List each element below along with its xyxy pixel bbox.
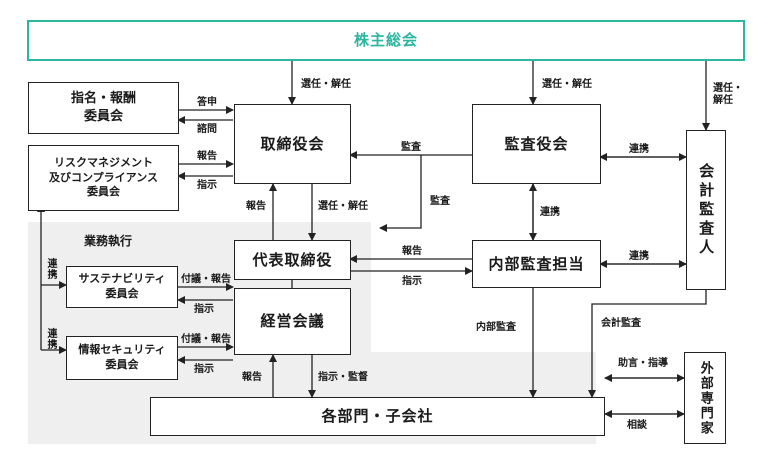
infosec-committee-box: 情報セキュリティ 委員会 <box>66 336 178 380</box>
label-appoint-dismiss-rep: 選任・解任 <box>318 201 368 212</box>
risk-committee-label: リスクマネジメント 及びコンプライアンス 委員会 <box>48 155 158 199</box>
nomination-committee-box: 指名・報酬 委員会 <box>28 82 179 134</box>
audit-board-label: 監査役会 <box>504 134 569 153</box>
label-instruct-internal: 指示 <box>402 276 422 287</box>
representative-director-box: 代表取締役 <box>234 240 351 280</box>
management-meeting-box: 経営会議 <box>234 288 351 355</box>
label-coop-audit-internal: 連携 <box>540 207 560 218</box>
label-report-internal: 報告 <box>402 246 422 257</box>
label-accounting-audit: 会計監査 <box>601 318 641 329</box>
label-appoint-dismiss-audit: 選任・解任 <box>542 79 592 90</box>
internal-audit-box: 内部監査担当 <box>472 240 601 288</box>
label-discuss-report-sus: 付議・報告 <box>181 274 231 285</box>
label-instruct-info: 指示 <box>194 364 214 375</box>
label-instruct-supervise: 指示・監督 <box>318 372 368 383</box>
representative-director-label: 代表取締役 <box>252 250 333 269</box>
label-audit-down: 監査 <box>430 196 450 207</box>
accounting-auditor-label: 会計監査人 <box>697 162 716 258</box>
board-of-directors-box: 取締役会 <box>234 104 351 184</box>
label-appoint-dismiss-board: 選任・解任 <box>301 79 351 90</box>
label-internal-audit: 内部監査 <box>476 322 516 333</box>
external-experts-box: 外部専門家 <box>684 352 726 444</box>
label-instruct-sus: 指示 <box>194 304 214 315</box>
sustainability-committee-label: サステナビリティ 委員会 <box>78 272 166 300</box>
accounting-auditor-box: 会計監査人 <box>686 130 726 290</box>
label-advice-guidance: 助言・指導 <box>618 358 668 369</box>
risk-committee-box: リスクマネジメント 及びコンプライアンス 委員会 <box>28 145 179 211</box>
label-coop-audit-auditor: 連携 <box>629 144 649 155</box>
label-report-to-board: 報告 <box>246 201 266 212</box>
management-meeting-label: 経営会議 <box>260 312 325 331</box>
departments-label: 各部門・子会社 <box>321 407 434 426</box>
shareholders-meeting-box: 株主総会 <box>27 20 745 61</box>
label-coop-left-upper: 連携 <box>45 258 56 280</box>
label-report-risk: 報告 <box>197 151 217 162</box>
label-instruct-risk: 指示 <box>197 180 217 191</box>
label-discuss-report-info: 付議・報告 <box>181 334 231 345</box>
execution-section-label: 業務執行 <box>84 234 133 248</box>
audit-board-box: 監査役会 <box>472 104 601 184</box>
label-coop-left-lower: 連携 <box>45 328 56 350</box>
board-of-directors-label: 取締役会 <box>260 134 325 153</box>
label-consult: 諮問 <box>197 124 217 135</box>
label-consultation: 相談 <box>627 420 647 431</box>
infosec-committee-label: 情報セキュリティ 委員会 <box>78 343 166 371</box>
label-audit-to-board: 監査 <box>401 142 421 153</box>
internal-audit-label: 内部監査担当 <box>488 254 585 273</box>
label-report-answer: 答申 <box>197 97 217 108</box>
sustainability-committee-box: サステナビリティ 委員会 <box>66 266 178 308</box>
shareholders-meeting-label: 株主総会 <box>353 31 418 50</box>
departments-box: 各部門・子会社 <box>150 397 605 436</box>
label-report-dept: 報告 <box>242 372 262 383</box>
external-experts-label: 外部専門家 <box>697 360 713 436</box>
label-appoint-dismiss-auditor: 選任・ 解任 <box>713 83 743 106</box>
label-coop-internal-auditor: 連携 <box>629 251 649 262</box>
nomination-committee-label: 指名・報酬 委員会 <box>70 91 136 124</box>
